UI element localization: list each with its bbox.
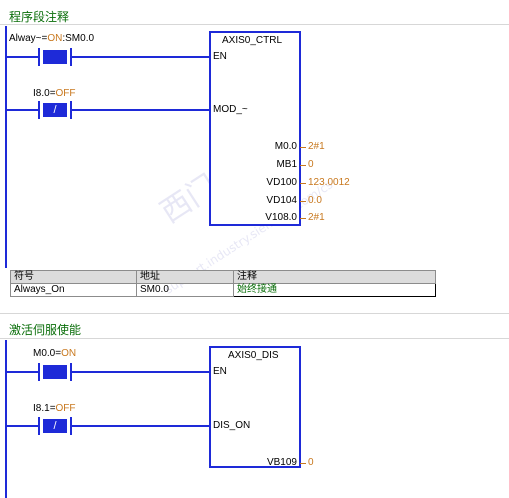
contact-1-name: Alway~: [9, 33, 42, 44]
contact-3-no[interactable]: [38, 363, 72, 381]
pin-out-vd100: VD100: [266, 177, 297, 188]
cell-address: SM0.0: [136, 283, 234, 297]
pin-dash: [300, 201, 306, 202]
nc-symbol: /: [43, 419, 67, 433]
symbol-table-header: 符号 地址 注释: [10, 270, 436, 284]
pin-dash: [300, 147, 306, 148]
pin-out-vd104: VD104: [266, 195, 297, 206]
header-address: 地址: [136, 270, 234, 284]
network-1-title[interactable]: 程序段注释: [9, 10, 70, 24]
pin-out-mb1: MB1: [276, 159, 297, 170]
pin-out-vd104-value[interactable]: 0.0: [308, 195, 322, 206]
pin-out-v1080: V108.0: [265, 212, 297, 223]
wire: [72, 56, 210, 58]
contact-4-name: I8.1: [33, 403, 50, 414]
pin-dash: [300, 165, 306, 166]
contact-3-state: ON: [61, 348, 77, 359]
pin-dis-on: DIS_ON: [213, 420, 251, 431]
wire: [7, 425, 40, 427]
wire: [7, 56, 40, 58]
contact-2-state: OFF: [55, 88, 76, 99]
nc-symbol: /: [43, 103, 67, 117]
network-2-title[interactable]: 激活伺服使能: [9, 323, 82, 337]
wire: [72, 425, 210, 427]
table-row: Always_On SM0.0 始终接通: [10, 283, 436, 297]
function-block-2-title: AXIS0_DIS: [228, 350, 279, 361]
pin-en: EN: [213, 366, 227, 377]
contact-4-nc[interactable]: /: [38, 417, 72, 435]
wire: [7, 371, 40, 373]
contact-3-label: M0.0=ON: [33, 348, 77, 359]
pin-out-vb109: VB109: [266, 457, 297, 468]
header-comment: 注释: [233, 270, 436, 284]
cell-symbol: Always_On: [10, 283, 137, 297]
contact-1-state: ON: [47, 33, 63, 44]
network-2-separator: [0, 338, 509, 339]
function-block-axis0-ctrl[interactable]: [209, 31, 301, 226]
pin-dash: [300, 183, 306, 184]
pin-out-m00-value[interactable]: 2#1: [308, 141, 325, 152]
function-block-axis0-dis[interactable]: [209, 346, 301, 468]
pin-out-v1080-value[interactable]: 2#1: [308, 212, 325, 223]
contact-2-label: I8.0=OFF: [33, 88, 76, 99]
wire: [72, 371, 210, 373]
function-block-1-title: AXIS0_CTRL: [222, 35, 283, 46]
pin-out-vd100-value[interactable]: 123.0012: [308, 177, 350, 188]
symbol-table: 符号 地址 注释 Always_On SM0.0 始终接通: [10, 270, 436, 297]
pin-out-mb1-value[interactable]: 0: [308, 159, 314, 170]
contact-2-name: I8.0: [33, 88, 50, 99]
contact-2-nc[interactable]: /: [38, 101, 72, 119]
contact-3-name: M0.0: [33, 348, 56, 359]
wire: [72, 109, 210, 111]
contact-1-no[interactable]: [38, 48, 72, 66]
pin-en: EN: [213, 51, 227, 62]
network-2-separator-top: [0, 313, 509, 314]
pin-out-m00: M0.0: [274, 141, 297, 152]
pin-dash: [300, 463, 306, 464]
contact-1-label: Alway~=ON:SM0.0: [9, 33, 95, 44]
contact-4-state: OFF: [55, 403, 76, 414]
network-2-power-rail: [5, 340, 7, 498]
contact-1-address: SM0.0: [65, 33, 95, 44]
wire: [7, 109, 40, 111]
pin-dash: [300, 218, 306, 219]
cell-comment[interactable]: 始终接通: [233, 283, 436, 297]
contact-4-label: I8.1=OFF: [33, 403, 76, 414]
pin-out-vb109-value[interactable]: 0: [308, 457, 314, 468]
pin-mod: MOD_~: [213, 104, 248, 115]
header-symbol: 符号: [10, 270, 137, 284]
network-1-power-rail: [5, 26, 7, 268]
network-1-separator: [0, 24, 509, 25]
